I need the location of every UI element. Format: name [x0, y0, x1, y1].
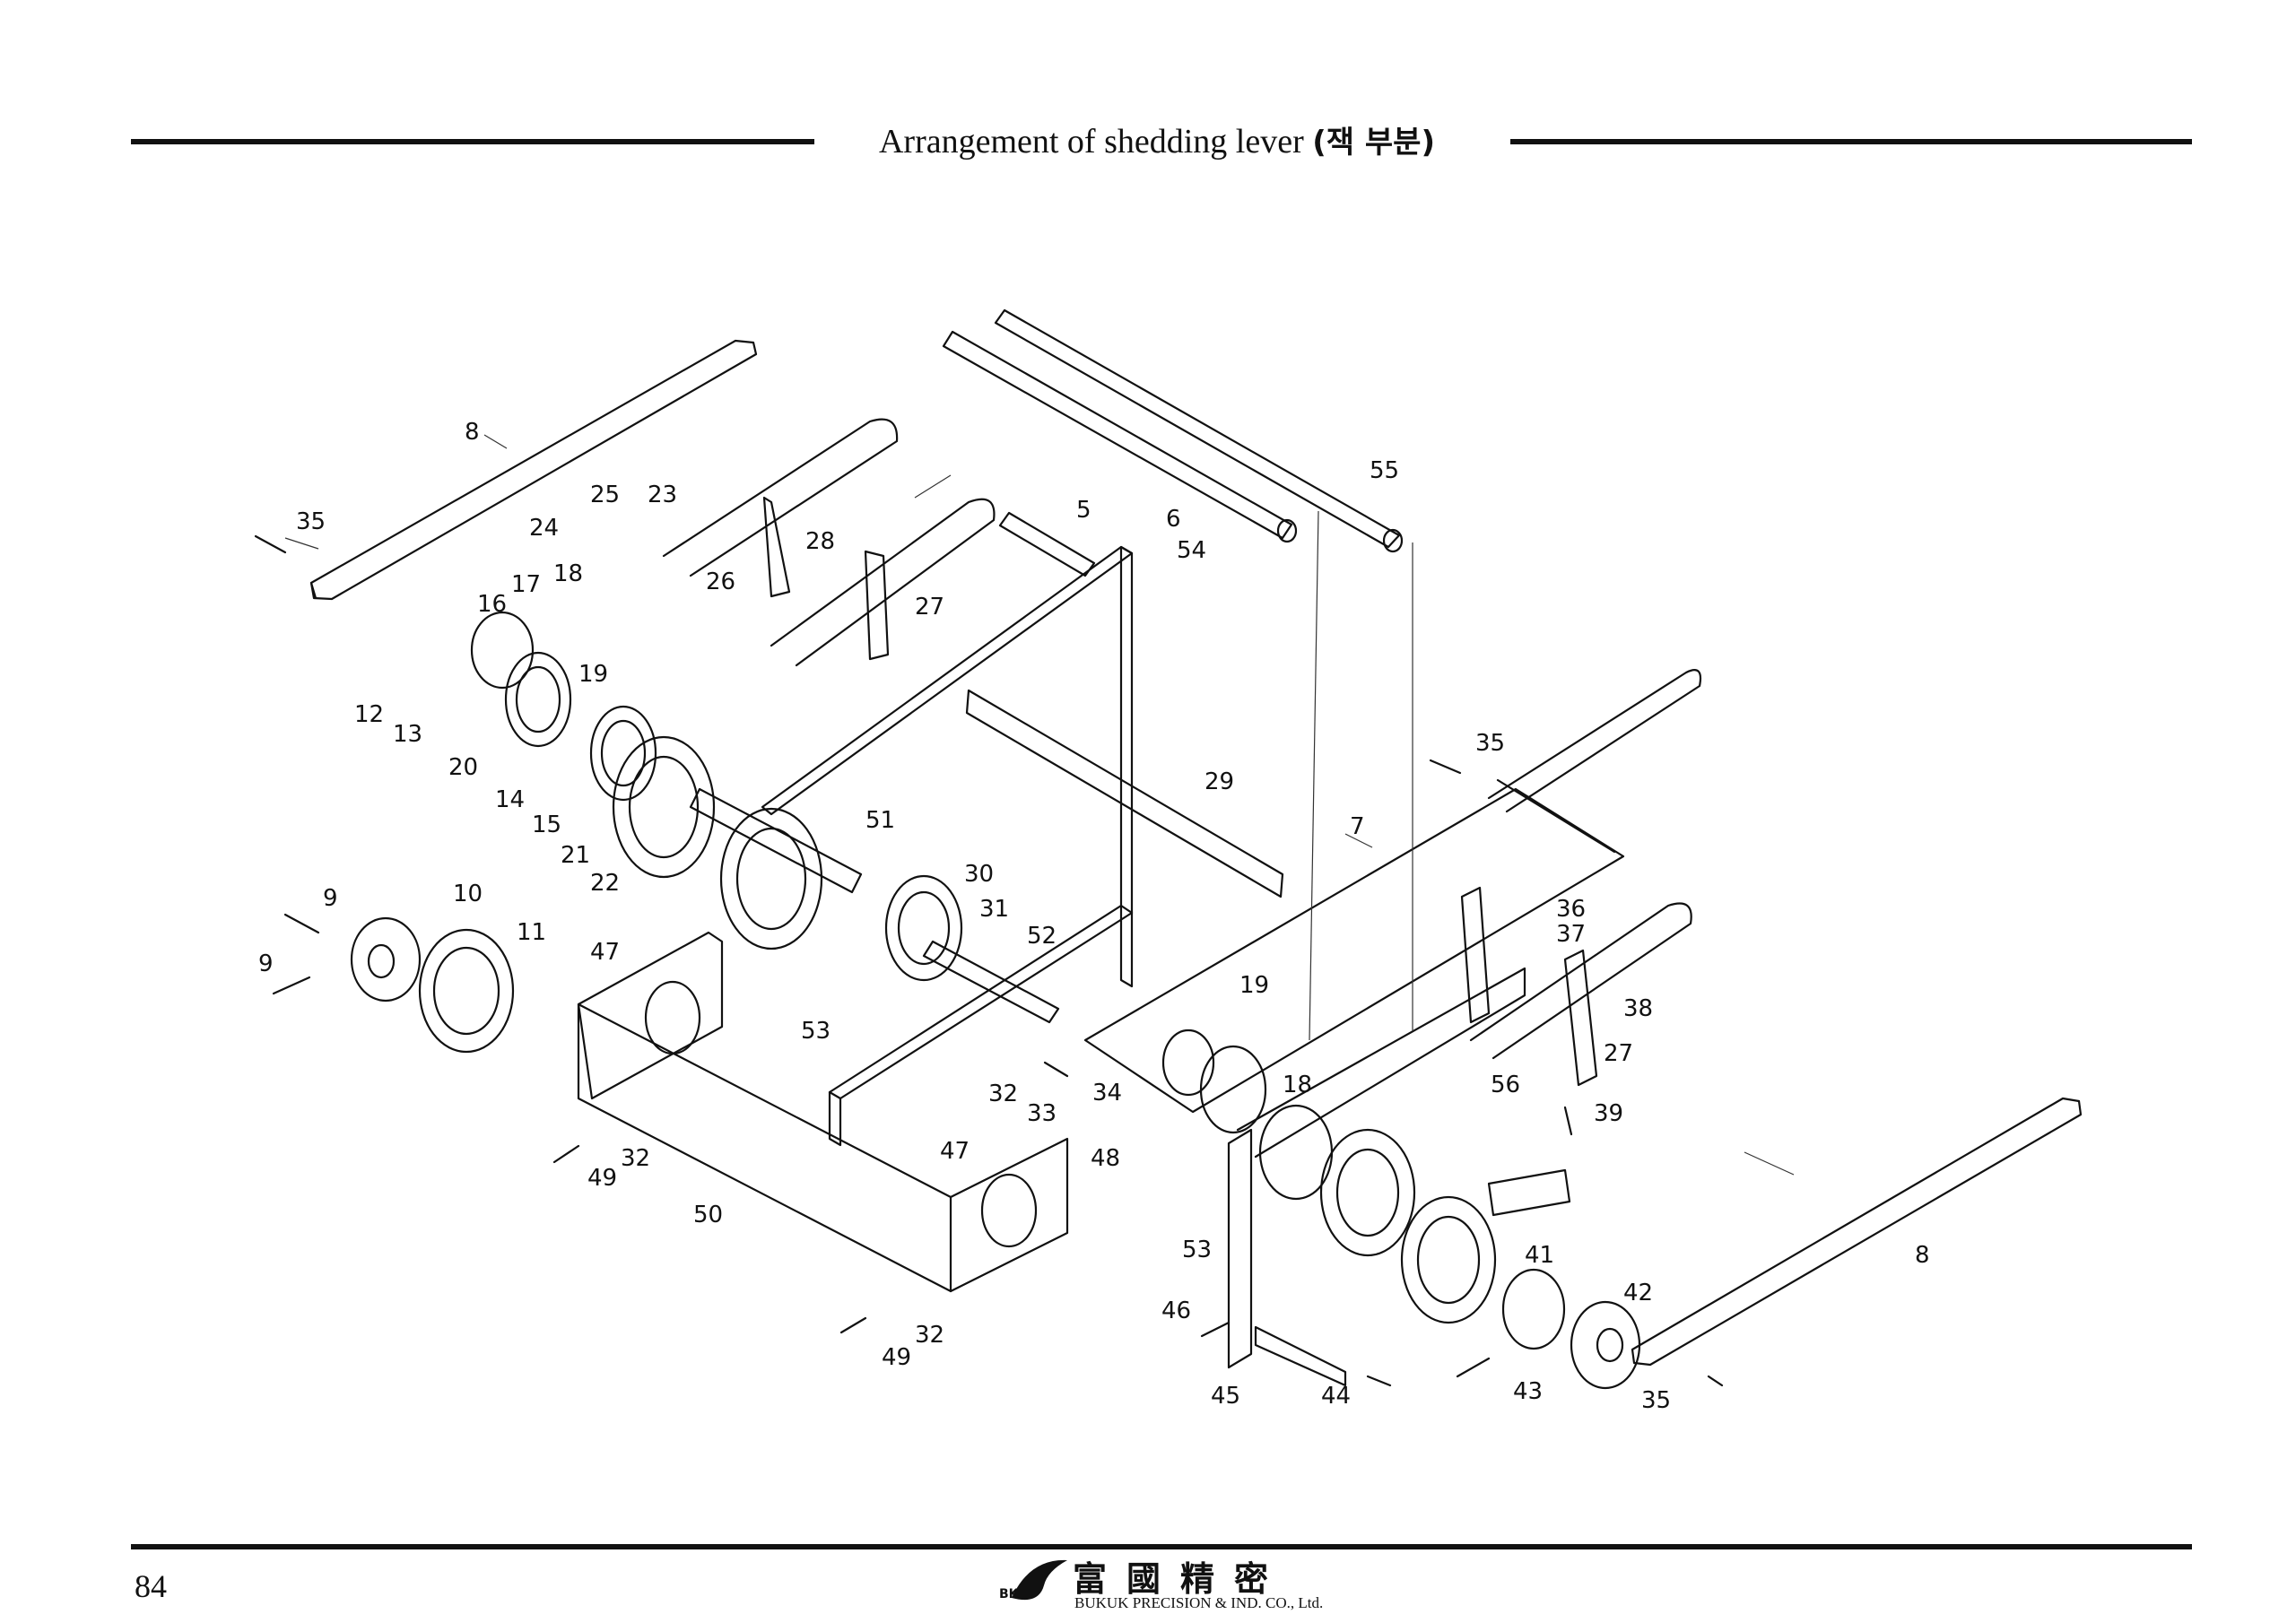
part-label: 8 [1915, 1242, 1930, 1269]
part-label: 49 [882, 1344, 911, 1371]
header-rule-left [131, 139, 814, 144]
part-label: 20 [448, 754, 478, 781]
part-label: 7 [1350, 813, 1365, 840]
part-label: 24 [529, 515, 559, 542]
part-label: 9 [323, 885, 338, 912]
page-title-korean: (잭 부분) [1312, 125, 1436, 161]
part-label: 15 [532, 812, 561, 838]
part-label: 21 [561, 842, 590, 869]
part-label: 25 [590, 482, 620, 508]
page-title-english: Arrangement of shedding lever [878, 123, 1304, 161]
part-label: 55 [1370, 457, 1399, 484]
part-label: 47 [590, 939, 620, 966]
part-label: 35 [1641, 1387, 1671, 1414]
part-label: 9 [258, 950, 274, 977]
part-label: 23 [648, 482, 677, 508]
part-label: 32 [621, 1145, 650, 1172]
part-label: 19 [1239, 972, 1269, 999]
part-label: 32 [988, 1081, 1018, 1107]
part-label: 52 [1027, 923, 1057, 950]
part-label: 29 [1205, 768, 1234, 795]
part-label: 17 [511, 571, 541, 598]
part-label: 16 [477, 591, 507, 618]
bk-logo-icon: BK [999, 1559, 1067, 1601]
part-label: 56 [1491, 1072, 1520, 1098]
part-label: 30 [964, 861, 994, 888]
part-label: 27 [1604, 1040, 1633, 1067]
part-label: 13 [393, 721, 422, 748]
part-label: 49 [587, 1165, 617, 1192]
part-label: 47 [940, 1138, 970, 1165]
part-label: 32 [915, 1322, 944, 1349]
drawing-geometry [254, 308, 2083, 1390]
company-logo: BK 富國精密 BUKUK PRECISION & IND. CO., Ltd. [994, 1551, 1370, 1614]
logo-english-name: BUKUK PRECISION & IND. CO., Ltd. [1074, 1594, 1324, 1611]
part-label: 34 [1092, 1080, 1122, 1107]
part-label: 43 [1513, 1378, 1543, 1405]
part-label: 18 [553, 560, 583, 587]
part-label: 51 [865, 807, 895, 834]
part-label: 22 [590, 870, 620, 897]
part-label: 50 [693, 1202, 723, 1228]
part-labels: 8 35 25 23 24 18 17 16 28 26 27 5 6 54 5… [258, 419, 1930, 1414]
logo-chinese-name: 富國精密 [1073, 1558, 1289, 1599]
logo-mark-text: BK [999, 1587, 1020, 1601]
part-label: 33 [1027, 1100, 1057, 1127]
part-label: 54 [1177, 537, 1206, 564]
part-label: 53 [801, 1018, 831, 1045]
part-label: 28 [805, 528, 835, 555]
header-rule-right [1510, 139, 2192, 144]
part-label: 11 [517, 919, 546, 946]
part-label: 6 [1166, 506, 1181, 533]
part-label: 35 [1475, 730, 1505, 757]
page-number: 84 [135, 1568, 167, 1604]
part-label: 38 [1623, 995, 1653, 1022]
part-label: 5 [1076, 497, 1091, 524]
part-label: 46 [1161, 1298, 1191, 1324]
part-label: 14 [495, 786, 525, 813]
part-label: 19 [578, 661, 608, 688]
part-label: 41 [1525, 1242, 1554, 1269]
part-label: 45 [1211, 1383, 1240, 1410]
page-title: Arrangement of shedding lever (잭 부분) [825, 115, 1489, 169]
part-label: 31 [979, 896, 1009, 923]
part-label: 12 [354, 701, 384, 728]
part-label: 37 [1556, 921, 1586, 948]
part-label: 39 [1594, 1100, 1623, 1127]
part-label: 26 [706, 568, 735, 595]
part-label: 42 [1623, 1280, 1653, 1306]
part-label: 10 [453, 881, 483, 907]
part-label: 18 [1283, 1072, 1312, 1098]
part-label: 35 [296, 508, 326, 535]
part-label: 44 [1321, 1383, 1351, 1410]
part-label: 36 [1556, 896, 1586, 923]
part-label: 53 [1182, 1237, 1212, 1263]
part-label: 48 [1091, 1145, 1120, 1172]
leader-lines [284, 434, 1795, 1176]
footer-rule [131, 1544, 2192, 1549]
part-label: 27 [915, 594, 944, 621]
part-label: 8 [465, 419, 480, 446]
